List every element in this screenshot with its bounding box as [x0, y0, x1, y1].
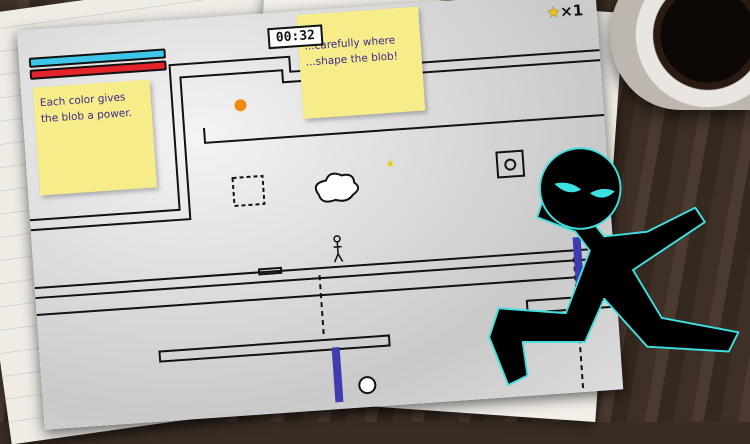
game-level-paper[interactable]: Each color gives the blob a power. ...ca…	[16, 0, 624, 430]
ghost-block	[231, 174, 266, 208]
floor-line	[34, 246, 616, 317]
orange-color-orb	[234, 99, 247, 112]
platform	[158, 334, 391, 363]
stickman-hero-character	[488, 147, 740, 386]
pressure-plate	[257, 266, 283, 276]
blue-barrier	[331, 346, 344, 403]
white-blob	[358, 376, 377, 395]
blob-player	[314, 172, 360, 203]
glowing-eyes	[554, 182, 615, 198]
star-pickup	[387, 158, 394, 167]
stickman-npc	[333, 235, 344, 263]
wall-line	[202, 113, 605, 144]
level-timer: 00:32	[267, 24, 324, 50]
level-geometry	[29, 49, 619, 403]
tutorial-note: Each color gives the blob a power.	[32, 79, 158, 196]
switch-button	[504, 158, 517, 171]
star-count: ×1	[559, 1, 584, 21]
switch-box	[495, 149, 526, 179]
tutorial-note: ...carefully where ...shape the blob!	[296, 6, 426, 119]
star-counter: ★×1	[546, 1, 584, 22]
coffee-cup-decoration	[610, 0, 750, 110]
